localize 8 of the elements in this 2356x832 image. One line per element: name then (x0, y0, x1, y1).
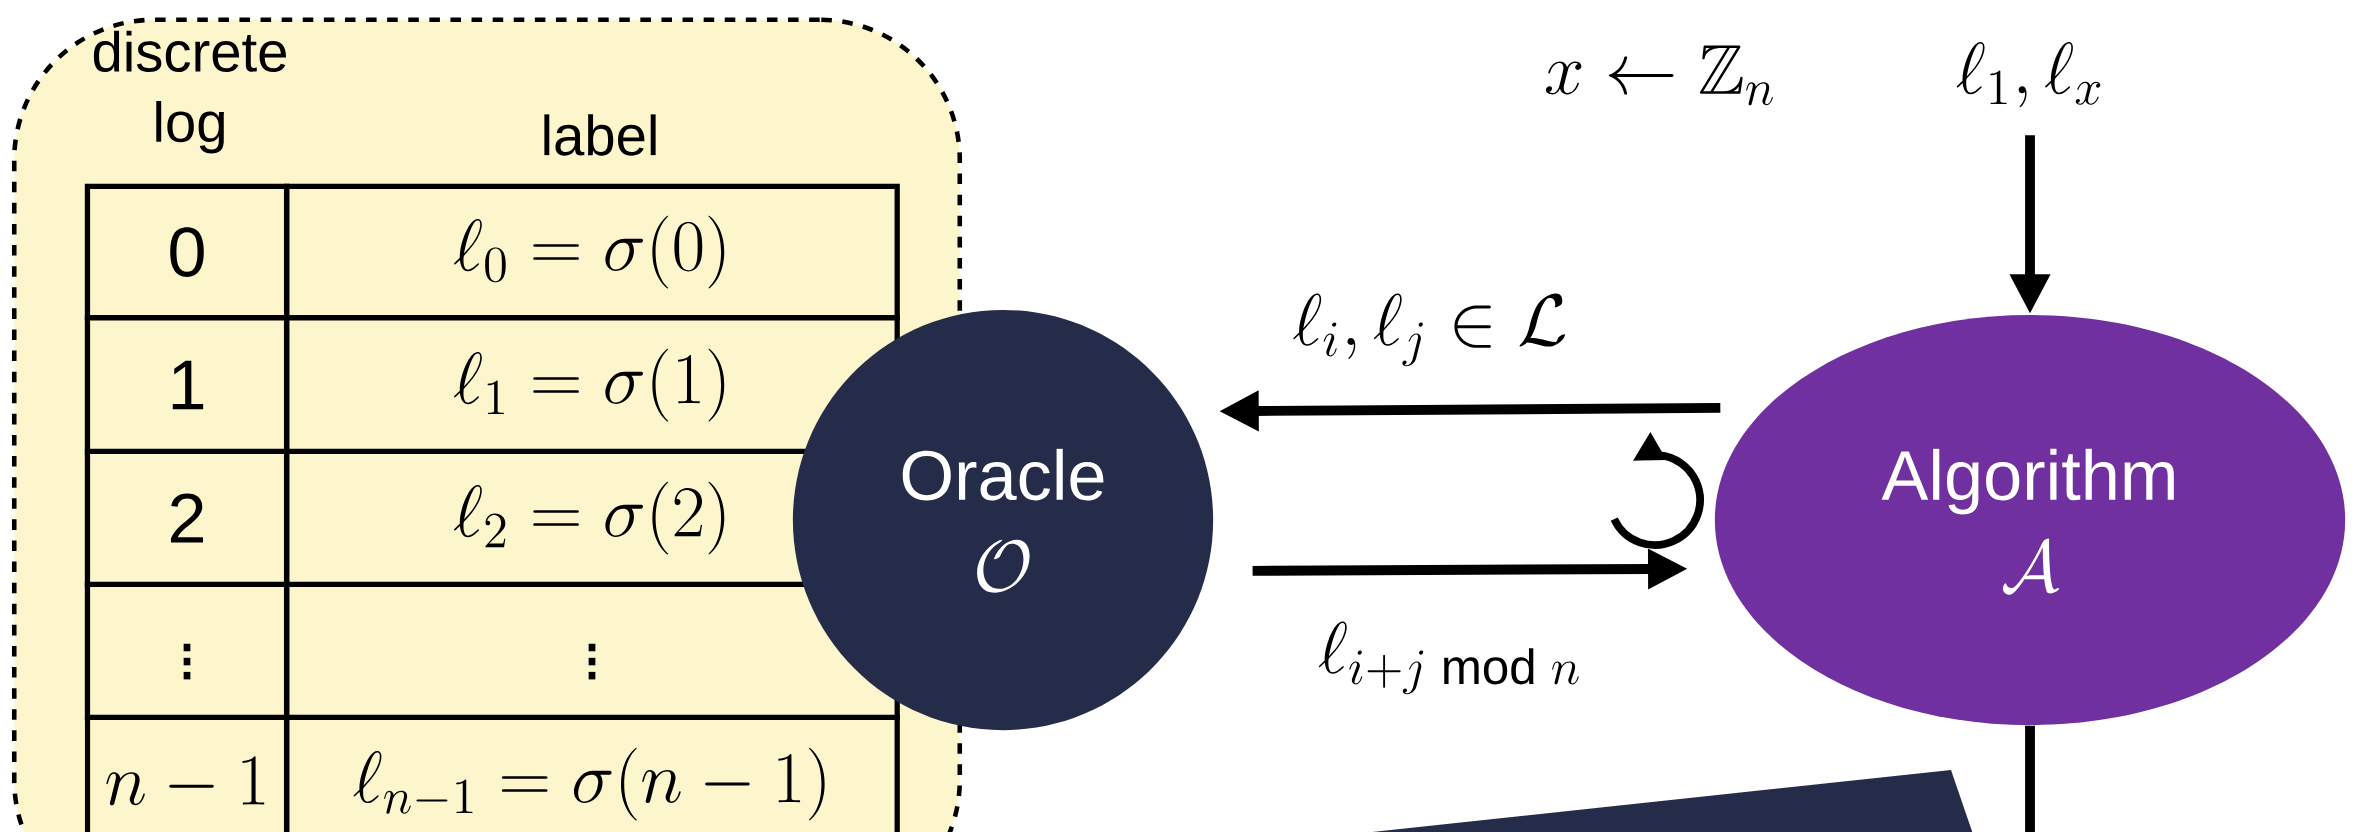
edge-label: $\ell_{i+j \bmod n}$ (1310, 615, 1590, 701)
edge-label: $\ell_i, \ell_j \in \mathcal{L}$ (1285, 287, 1575, 373)
table-cell: $n-1$ (84, 714, 290, 832)
column-header: discrete log (93, 30, 286, 154)
input-label: $\ell_1, \ell_x$ (1956, 41, 2101, 108)
column-header: label (544, 114, 656, 156)
sampling-label: $x \leftarrow \mathbb{Z}_n$ (1545, 45, 1773, 106)
table-cell: 0 (84, 183, 290, 321)
